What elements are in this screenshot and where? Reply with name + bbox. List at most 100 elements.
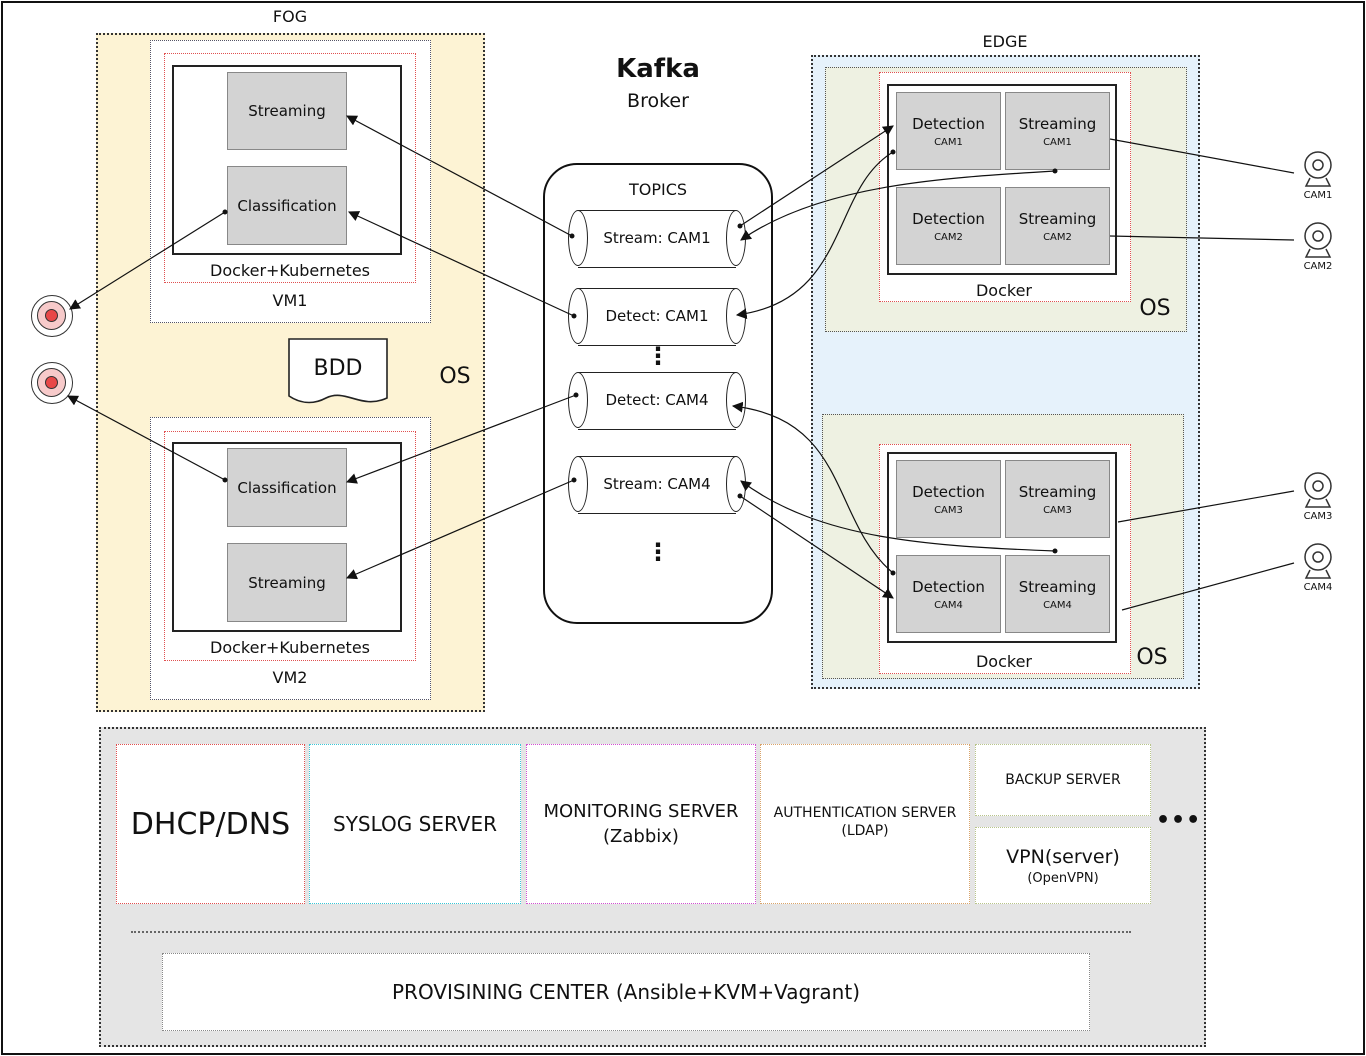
wire-cam2 xyxy=(1109,235,1295,241)
wire-cam4 xyxy=(1121,562,1295,611)
monitoring-server-sub: (Zabbix) xyxy=(603,826,679,847)
monitoring-server-box: MONITORING SERVER (Zabbix) xyxy=(526,744,756,904)
edge-detection-cam1: Detection CAM1 xyxy=(896,92,1001,170)
vm2-name-label: VM2 xyxy=(272,668,308,687)
arrow-stream-cam1-to-vm1-streaming xyxy=(346,115,573,237)
vpn-server-sub: (OpenVPN) xyxy=(1027,870,1099,886)
camera-icon xyxy=(1304,151,1332,187)
vpn-server-label: VPN(server) xyxy=(1006,845,1120,868)
edge-detection-cam4-sub: CAM4 xyxy=(934,599,963,611)
vm1-platform-label: Docker+Kubernetes xyxy=(210,261,370,280)
topic-stream-cam1: Stream: CAM1 xyxy=(568,210,746,268)
edge-detection-cam2-sub: CAM2 xyxy=(934,231,963,243)
vm1-streaming-box: Streaming xyxy=(227,72,347,150)
topic-detect-cam4: Detect: CAM4 xyxy=(568,372,746,430)
camera-cam2: CAM2 xyxy=(1296,221,1340,275)
edge-streaming-cam2: Streaming CAM2 xyxy=(1005,187,1110,265)
vm2-classification-label: Classification xyxy=(237,478,337,497)
arrow-detect-cam4-to-vm2-classification xyxy=(345,394,577,484)
vm1-kubernetes-frame xyxy=(164,53,416,283)
wire-cam1 xyxy=(1109,138,1295,174)
dot-edge-detection-cam1 xyxy=(890,149,896,155)
edge-detection-cam4: Detection CAM4 xyxy=(896,555,1001,633)
edge-bottom-os-label: OS xyxy=(1136,645,1168,670)
vm2-streaming-box: Streaming xyxy=(227,543,347,622)
edge-detection-cam1-sub: CAM1 xyxy=(934,136,963,148)
camera-cam3: CAM3 xyxy=(1296,471,1340,525)
topic-stream-cam1-label: Stream: CAM1 xyxy=(603,229,711,247)
camera-cam3-label: CAM3 xyxy=(1303,511,1333,522)
edge-streaming-cam1-sub: CAM1 xyxy=(1043,136,1072,148)
monitoring-server-label: MONITORING SERVER xyxy=(543,801,739,822)
fog-os-label: OS xyxy=(439,364,471,389)
topics-ellipsis-1: ⋮ xyxy=(646,342,670,370)
edge-detection-cam3-sub: CAM3 xyxy=(934,504,963,516)
vm1-name-label: VM1 xyxy=(272,291,308,310)
dot-edge-detection-cam4 xyxy=(890,570,896,576)
alarm-icon-1 xyxy=(31,295,73,337)
kafka-title: Kafka xyxy=(616,54,700,84)
topics-ellipsis-2: ⋮ xyxy=(646,538,670,566)
edge-streaming-cam4: Streaming CAM4 xyxy=(1005,555,1110,633)
edge-title: EDGE xyxy=(982,32,1028,51)
edge-top-os-label: OS xyxy=(1139,296,1171,321)
bdd-label: BDD xyxy=(313,356,363,381)
more-services-indicator: ••• xyxy=(1156,808,1202,833)
dot-stream-cam1-left xyxy=(569,233,575,239)
arrow-edge-streaming-cam4-to-stream-cam4 xyxy=(740,480,1056,552)
edge-streaming-cam2-sub: CAM2 xyxy=(1043,231,1072,243)
vpn-server-box: VPN(server) (OpenVPN) xyxy=(975,827,1151,904)
syslog-server-label: SYSLOG SERVER xyxy=(333,812,497,836)
edge-detection-cam2: Detection CAM2 xyxy=(896,187,1001,265)
camera-cam2-label: CAM2 xyxy=(1303,261,1333,272)
camera-icon xyxy=(1304,472,1332,508)
topic-detect-cam1: Detect: CAM1 xyxy=(568,288,746,346)
backup-server-box: BACKUP SERVER xyxy=(975,744,1151,816)
dot-stream-cam4-left xyxy=(571,477,577,483)
vm2-platform-label: Docker+Kubernetes xyxy=(210,638,370,657)
edge-detection-cam3: Detection CAM3 xyxy=(896,460,1001,538)
arrow-vm1-classification-to-alarm-1 xyxy=(69,211,226,310)
dot-vm1-classification xyxy=(222,209,228,215)
arrow-stream-cam4-to-vm2-streaming xyxy=(346,479,575,580)
dot-detect-cam4-left xyxy=(573,392,579,398)
edge-streaming-cam3-title: Streaming xyxy=(1018,482,1097,501)
services-divider xyxy=(131,931,1131,933)
edge-streaming-cam4-title: Streaming xyxy=(1018,577,1097,596)
arrow-stream-cam4-to-edge-detection-cam4 xyxy=(739,495,894,599)
camera-cam4: CAM4 xyxy=(1296,542,1340,596)
fog-title: FOG xyxy=(272,7,308,26)
arrow-stream-cam1-to-edge-detection-cam1 xyxy=(739,125,894,227)
alarm-icon-2 xyxy=(31,362,73,404)
dot-edge-streaming-cam1 xyxy=(1052,168,1058,174)
edge-top-docker-label: Docker xyxy=(975,281,1033,300)
topic-stream-cam4-label: Stream: CAM4 xyxy=(603,475,711,493)
camera-icon xyxy=(1304,543,1332,579)
edge-detection-cam4-title: Detection xyxy=(912,577,985,596)
vm2-streaming-label: Streaming xyxy=(248,573,326,592)
camera-cam1: CAM1 xyxy=(1296,150,1340,204)
edge-streaming-cam4-sub: CAM4 xyxy=(1043,599,1072,611)
vm1-streaming-label: Streaming xyxy=(248,102,326,120)
dot-vm2-classification xyxy=(222,477,228,483)
edge-bottom-docker-label: Docker xyxy=(975,652,1033,671)
dot-stream-cam4-right xyxy=(737,493,743,499)
edge-detection-cam2-title: Detection xyxy=(912,209,985,228)
bdd-storage-icon xyxy=(288,338,388,404)
camera-cam1-label: CAM1 xyxy=(1303,190,1333,201)
edge-streaming-cam3-sub: CAM3 xyxy=(1043,504,1072,516)
kafka-subtitle: Broker xyxy=(627,90,689,112)
authentication-server-label: AUTHENTICATION SERVER xyxy=(773,805,957,821)
edge-streaming-cam1-title: Streaming xyxy=(1018,114,1097,133)
arrow-vm2-classification-to-alarm-2 xyxy=(67,395,226,481)
dhcp-dns-label: DHCP/DNS xyxy=(130,806,291,842)
topic-detect-cam1-label: Detect: CAM1 xyxy=(605,307,709,325)
edge-detection-cam3-title: Detection xyxy=(912,482,985,501)
vm1-classification-label: Classification xyxy=(237,196,337,215)
edge-streaming-cam2-title: Streaming xyxy=(1018,209,1097,228)
topics-label: TOPICS xyxy=(628,180,688,199)
arrow-edge-streaming-cam1-to-stream-cam1 xyxy=(740,170,1056,241)
camera-icon xyxy=(1304,222,1332,258)
